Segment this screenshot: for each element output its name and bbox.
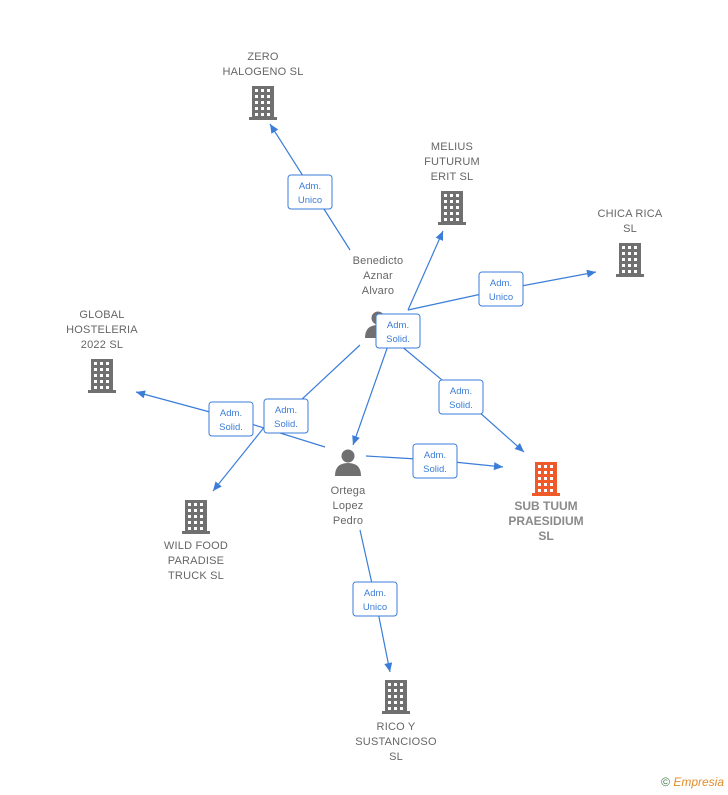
node-label-line: Alvaro (362, 285, 394, 297)
relation-label: Solid. (386, 334, 410, 345)
relation-label: Unico (489, 292, 513, 303)
building-icon (382, 680, 410, 714)
relation-badge-adm-solid[interactable]: Adm. Solid. (208, 401, 254, 437)
relation-label: Adm. (424, 450, 446, 461)
node-chica-rica[interactable]: CHICA RICA SL (598, 208, 663, 277)
node-label-line: SL (389, 751, 403, 763)
node-label-line: GLOBAL (79, 309, 124, 321)
arrowhead-icon (352, 435, 360, 445)
node-label-line: MELIUS (431, 141, 473, 153)
node-rico-y[interactable]: RICO Y SUSTANCIOSO SL (355, 680, 437, 763)
relation-badge-adm-solid[interactable]: Adm. Solid. (375, 313, 421, 349)
edge-benedicto-ortega (352, 339, 391, 446)
relation-label: Adm. (275, 405, 297, 416)
relation-label: Unico (298, 195, 322, 206)
node-zero-halogeno[interactable]: ZERO HALOGENO SL (222, 51, 303, 120)
relation-label: Adm. (220, 408, 242, 419)
node-label-line: Aznar (363, 270, 393, 282)
node-label-line: Benedicto (353, 255, 404, 267)
node-label-line: TRUCK SL (168, 570, 224, 582)
edge-ortega-wildfood (212, 419, 271, 492)
node-label-line: SUB TUUM (514, 499, 577, 513)
node-label-line: HALOGENO SL (222, 66, 303, 78)
node-label-line: RICO Y (377, 721, 416, 733)
relation-badge-adm-unico[interactable]: Adm. Unico (352, 581, 398, 617)
brand-name: Empresia (673, 775, 724, 789)
relation-label: Adm. (364, 588, 386, 599)
node-label-line: SUSTANCIOSO (355, 736, 437, 748)
node-label-line: FUTURUM (424, 156, 480, 168)
relation-label: Solid. (423, 464, 447, 475)
building-icon (249, 86, 277, 120)
relation-label: Unico (363, 602, 387, 613)
relation-label: Solid. (274, 419, 298, 430)
relation-label: Solid. (449, 400, 473, 411)
relation-label: Adm. (450, 386, 472, 397)
arrowhead-icon (514, 443, 524, 452)
relation-badge-adm-unico[interactable]: Adm. Unico (287, 174, 333, 210)
relation-badge-adm-unico[interactable]: Adm. Unico (478, 271, 524, 307)
node-label-line: CHICA RICA (598, 208, 663, 220)
arrowhead-icon (384, 662, 393, 672)
node-melius-futurum[interactable]: MELIUS FUTURUM ERIT SL (424, 141, 480, 225)
nodes: ZERO HALOGENO SL MELIUS FUTURUM ERIT SL CHICA… (66, 51, 663, 763)
building-icon (88, 359, 116, 393)
building-icon (616, 243, 644, 277)
arrowhead-icon (435, 231, 444, 241)
edge-benedicto-melius (407, 230, 444, 311)
relation-badge-adm-solid[interactable]: Adm. Solid. (438, 379, 484, 415)
relation-label: Adm. (387, 320, 409, 331)
node-label-line: 2022 SL (81, 339, 123, 351)
node-label-line: PARADISE (168, 555, 224, 567)
arrowhead-icon (136, 390, 146, 399)
node-label-line: ERIT SL (431, 171, 474, 183)
relation-labels: Adm.UnicoAdm.UnicoAdm.Solid.Adm.Solid.Ad… (208, 174, 524, 617)
relation-label: Solid. (219, 422, 243, 433)
building-icon (438, 191, 466, 225)
footer-brand[interactable]: © Empresia (661, 775, 724, 789)
node-label-line: SL (623, 223, 637, 235)
person-icon (335, 449, 361, 476)
arrowhead-icon (213, 481, 222, 491)
node-label-line: Lopez (333, 500, 364, 512)
node-label-line: Pedro (333, 515, 363, 527)
arrowhead-icon (270, 124, 279, 134)
node-label-line: Ortega (331, 485, 367, 497)
building-icon (532, 462, 560, 496)
relation-label: Adm. (299, 181, 321, 192)
arrowhead-icon (493, 462, 503, 471)
arrowhead-icon (586, 269, 596, 278)
relation-badge-adm-solid[interactable]: Adm. Solid. (412, 443, 458, 479)
node-label-line: WILD FOOD (164, 540, 228, 552)
building-icon (182, 500, 210, 534)
node-label-line: ZERO (247, 51, 279, 63)
node-global-hosteleria[interactable]: GLOBAL HOSTELERIA 2022 SL (66, 309, 138, 393)
relation-badge-adm-solid[interactable]: Adm. Solid. (263, 398, 309, 434)
node-wild-food[interactable]: WILD FOOD PARADISE TRUCK SL (164, 500, 228, 582)
copyright-icon: © (661, 775, 670, 789)
relation-label: Adm. (490, 278, 512, 289)
node-label-line: HOSTELERIA (66, 324, 138, 336)
node-label-line: PRAESIDIUM (508, 514, 583, 528)
node-label-line: SL (538, 529, 553, 543)
